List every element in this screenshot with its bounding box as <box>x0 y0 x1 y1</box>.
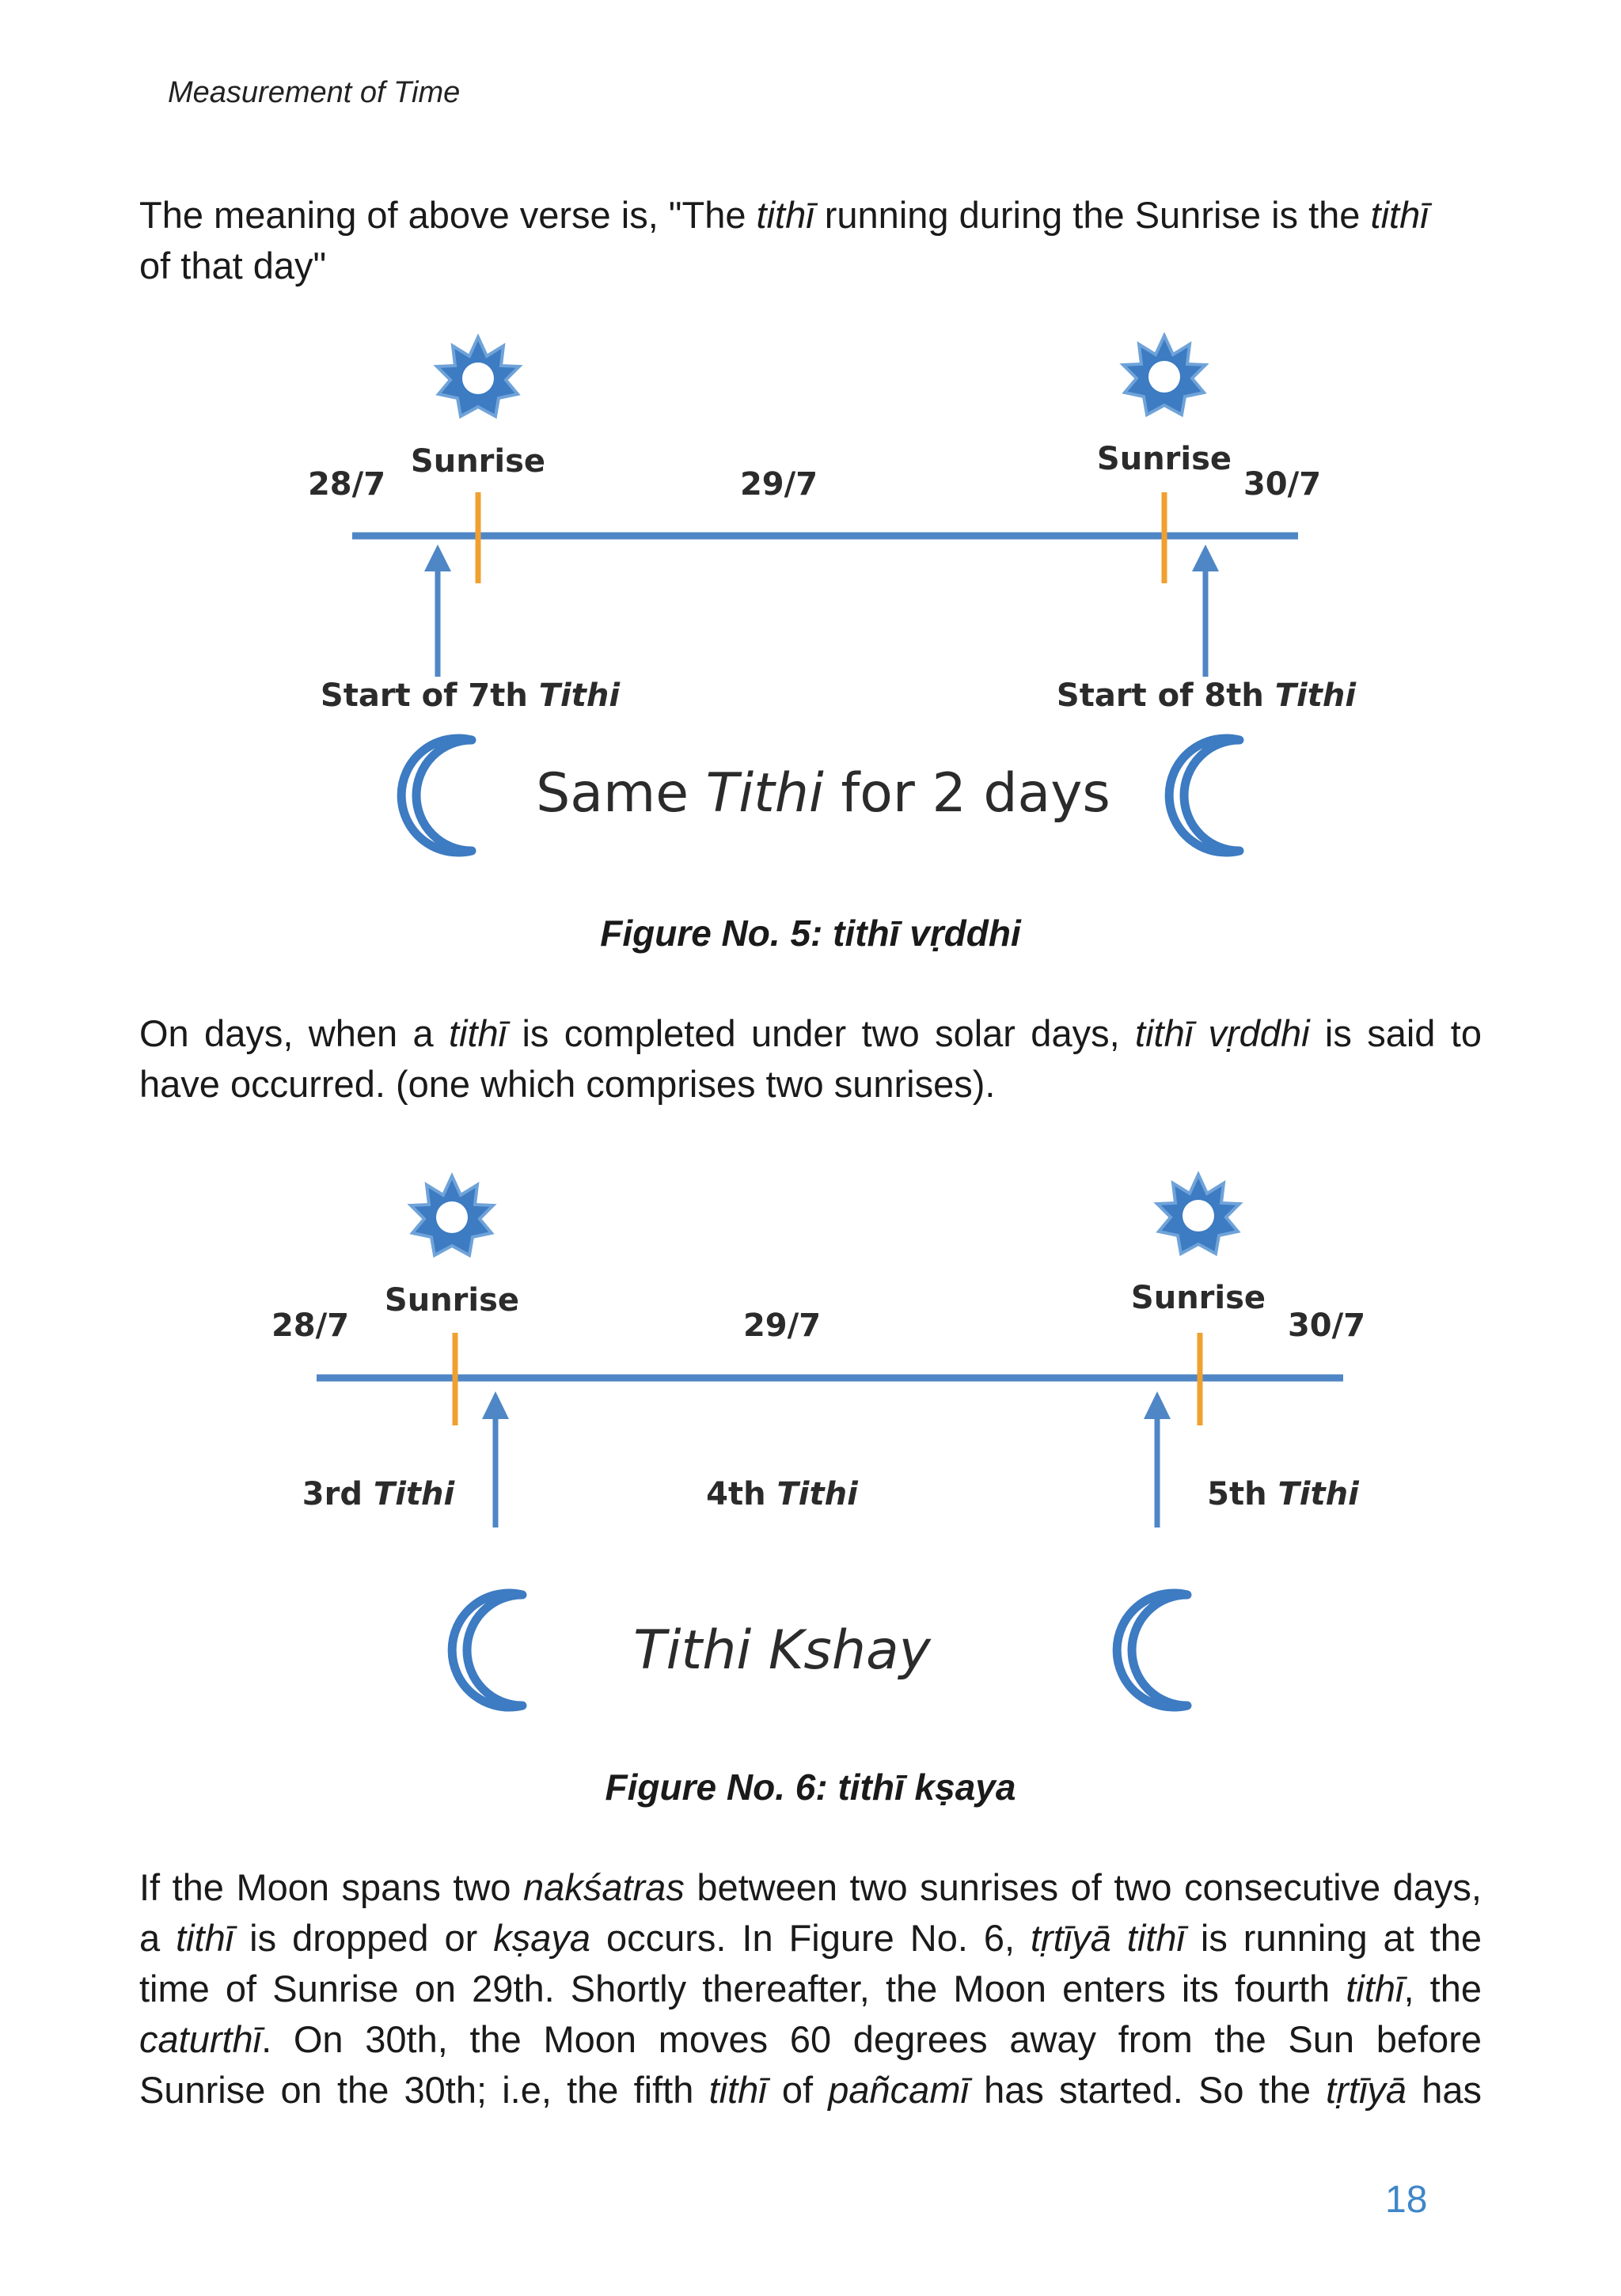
figure-tithi-ksaya: Sunrise Sunrise 28/7 29/7 30/7 3rd Tithi… <box>0 1156 1621 1741</box>
moon-icon <box>1117 1593 1187 1707</box>
paragraph-line: have occurred. (one which comprises two … <box>139 1063 996 1105</box>
figure-5-diagram: Sunrise Sunrise 28/7 29/7 30/7 Start of … <box>308 334 1357 886</box>
sunrise-label: Sunrise <box>385 1282 519 1319</box>
arrowhead-icon <box>1144 1391 1171 1419</box>
tithi-label: 3rd Tithi <box>302 1476 456 1512</box>
page-number: 18 <box>1385 2179 1428 2221</box>
sun-icon <box>1156 1173 1241 1255</box>
date-label: 28/7 <box>308 466 385 503</box>
tithi-label: 4th Tithi <box>706 1476 859 1512</box>
date-label: 30/7 <box>1288 1307 1365 1344</box>
arrowhead-icon <box>482 1391 509 1419</box>
date-label: 30/7 <box>1243 466 1321 503</box>
tithi-start-label: Start of 8th Tithi <box>1057 677 1357 714</box>
moon-icon <box>401 738 472 852</box>
paragraph-ksaya: If the Moon spans two nakśatras between … <box>139 1862 1482 2116</box>
figure-5-caption: Figure No. 5: tithī vṛddhi <box>600 913 1021 954</box>
sun-icon <box>409 1175 495 1257</box>
figure-6-caption: Figure No. 6: tithī kṣaya <box>605 1767 1016 1808</box>
figure-tithi-vrddhi: Sunrise Sunrise 28/7 29/7 30/7 Start of … <box>0 317 1621 886</box>
paragraph-line: of that day" <box>139 245 327 287</box>
paragraph-line: If the Moon spans two nakśatras between … <box>139 1866 1482 1908</box>
tithi-start-label: Start of 7th Tithi <box>321 677 621 714</box>
sunrise-label: Sunrise <box>1097 441 1232 477</box>
moon-icon <box>452 1593 522 1707</box>
moon-icon <box>1169 738 1239 852</box>
sun-icon <box>435 336 521 418</box>
running-header: Measurement of Time <box>168 76 461 109</box>
tithi-label: 5th Tithi <box>1207 1476 1360 1512</box>
sunrise-label: Sunrise <box>411 443 545 480</box>
date-label: 29/7 <box>740 466 818 503</box>
paragraph-line: The meaning of above verse is, "The tith… <box>139 194 1429 236</box>
paragraph-line: caturthī. On 30th, the Moon moves 60 deg… <box>139 2018 1482 2060</box>
arrowhead-icon <box>424 545 451 571</box>
date-label: 29/7 <box>743 1307 821 1344</box>
arrowhead-icon <box>1192 545 1219 571</box>
figure-6-diagram: Sunrise Sunrise 28/7 29/7 30/7 3rd Tithi… <box>271 1173 1365 1741</box>
figure-5-title: Same Tithi for 2 days <box>536 762 1110 825</box>
paragraph-line: time of Sunrise on 29th. Shortly thereaf… <box>139 1968 1482 2009</box>
sun-icon <box>1122 334 1207 416</box>
sunrise-label: Sunrise <box>1131 1280 1266 1316</box>
date-label: 28/7 <box>271 1307 349 1344</box>
paragraph-line: a tithī is dropped or kṣaya occurs. In F… <box>139 1917 1482 1959</box>
paragraph-intro: The meaning of above verse is, "The tith… <box>139 190 1482 291</box>
figure-6-title: Tithi Kshay <box>633 1619 931 1682</box>
paragraph-vrddhi: On days, when a tithī is completed under… <box>139 1008 1482 1110</box>
paragraph-line: Sunrise on the 30th; i.e, the fifth tith… <box>139 2069 1482 2111</box>
paragraph-line: On days, when a tithī is completed under… <box>139 1012 1482 1054</box>
